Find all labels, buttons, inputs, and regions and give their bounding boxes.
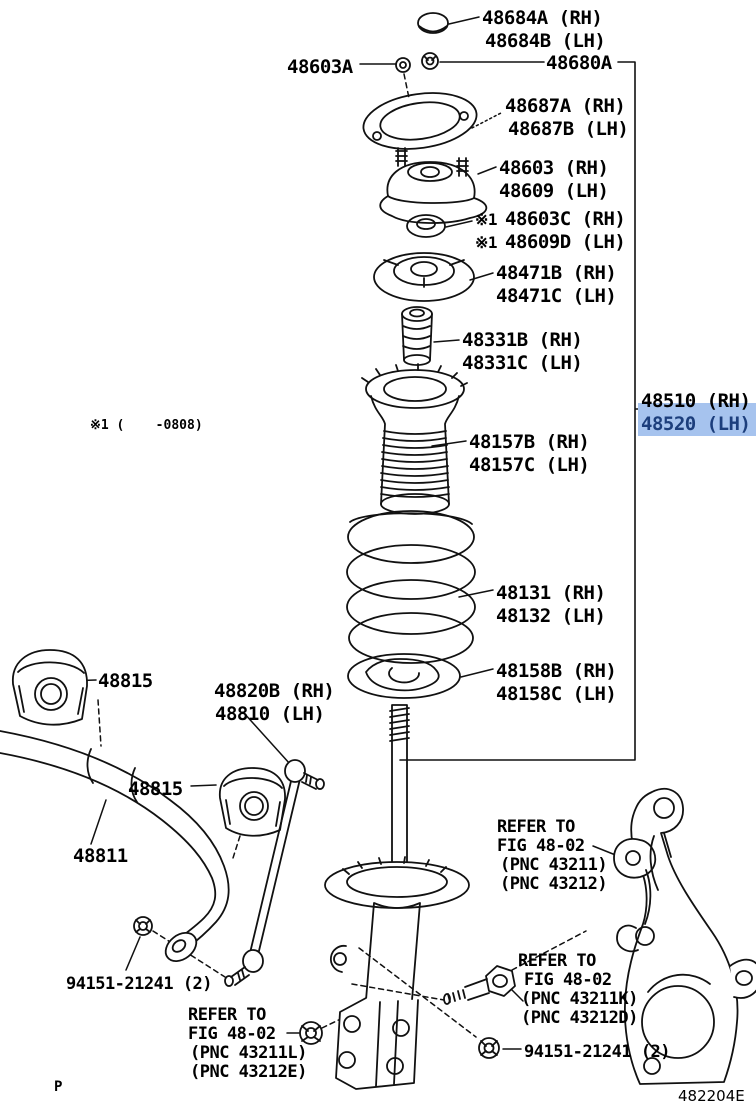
spring-lower-insulator-drawing <box>347 653 461 699</box>
bracket-nut-drawing <box>299 1021 323 1045</box>
selected-part-highlight <box>638 403 756 436</box>
label-48680a: 48680A <box>546 52 612 74</box>
shock-absorber-drawing <box>324 704 470 1090</box>
ref-mark-1: ※1 <box>475 210 498 229</box>
label-48810: 48810 (LH) <box>215 703 325 725</box>
label-94151-left: 94151-21241 (2) <box>66 974 213 994</box>
label-48471b: 48471B (RH) <box>496 262 617 284</box>
label-row-48609d: ※1 48609D (LH) <box>475 231 626 253</box>
refer-line: (PNC 43211) <box>500 855 608 875</box>
label-row-48603c: ※1 48603C (RH) <box>475 208 626 230</box>
page-corner-mark: P <box>54 1079 63 1095</box>
label-48132: 48132 (LH) <box>496 605 606 627</box>
refer-line: FIG 48-02 <box>524 970 612 990</box>
stabilizer-bushing-2-drawing <box>219 767 286 837</box>
strut-cap-drawing <box>417 12 449 34</box>
stabilizer-bushing-1-drawing <box>12 649 88 726</box>
support-bearing-drawing <box>406 214 446 238</box>
label-48158c: 48158C (LH) <box>496 683 617 705</box>
label-48603a: 48603A <box>287 56 353 78</box>
label-48684b: 48684B (LH) <box>485 30 606 52</box>
stabilizer-bar-drawing <box>0 730 230 963</box>
refer-block-knuckle-upper: REFER TO FIG 48-02 (PNC 43211) (PNC 4321… <box>497 817 608 894</box>
refer-line: REFER TO <box>518 951 596 971</box>
refer-line: (PNC 43212) <box>500 874 608 894</box>
refer-line: REFER TO <box>188 1005 266 1025</box>
label-48609: 48609 (LH) <box>499 180 609 202</box>
label-48820b: 48820B (RH) <box>214 680 335 702</box>
refer-line: (PNC 43211L) <box>190 1043 307 1063</box>
refer-line: FIG 48-02 <box>497 836 585 856</box>
applicability-note: ※1 ( -0808) <box>90 418 203 433</box>
label-48815-mid: 48815 <box>128 778 183 800</box>
refer-block-bracket: REFER TO FIG 48-02 (PNC 43211L) (PNC 432… <box>188 1006 307 1082</box>
refer-line: (PNC 43212E) <box>190 1062 307 1082</box>
refer-line: (PNC 43212D) <box>521 1008 638 1028</box>
spring-bumper-drawing <box>401 306 433 366</box>
label-48684a: 48684A (RH) <box>482 7 603 29</box>
refer-line: FIG 48-02 <box>188 1024 276 1044</box>
support-gasket-drawing <box>362 92 478 150</box>
mount-nuts-drawing <box>395 52 439 73</box>
refer-line: (PNC 43211K) <box>521 989 638 1009</box>
label-48331b: 48331B (RH) <box>462 329 583 351</box>
strut-support-drawing <box>379 147 488 224</box>
upper-spring-seat-drawing <box>373 252 475 302</box>
label-48157b: 48157B (RH) <box>469 431 590 453</box>
label-48687a: 48687A (RH) <box>505 95 626 117</box>
dust-cover-drawing <box>361 363 468 515</box>
label-48471c: 48471C (LH) <box>496 285 617 307</box>
label-48157c: 48157C (LH) <box>469 454 590 476</box>
ref-mark-2: ※1 <box>475 233 498 252</box>
coil-spring-drawing <box>346 510 476 664</box>
steering-knuckle-drawing <box>613 787 756 1085</box>
label-48609d: 48609D (LH) <box>505 231 626 253</box>
stabilizer-nut-right-drawing <box>478 1037 500 1059</box>
figure-code: 482204E <box>678 1087 745 1105</box>
refer-block-knuckle-lower: REFER TO FIG 48-02 (PNC 43211K) (PNC 432… <box>518 952 638 1028</box>
assembly-dashed-lines <box>97 73 587 1038</box>
stabilizer-link-drawing <box>224 759 325 987</box>
label-48158b: 48158B (RH) <box>496 660 617 682</box>
strut-bolt-drawing <box>443 965 516 1005</box>
label-48331c: 48331C (LH) <box>462 352 583 374</box>
stabilizer-nut-left-drawing <box>133 916 153 936</box>
label-48811: 48811 <box>73 845 128 867</box>
label-48603: 48603 (RH) <box>499 157 609 179</box>
label-48603c: 48603C (RH) <box>505 208 626 230</box>
label-94151-right: 94151-21241 (2) <box>524 1042 671 1062</box>
refer-line: REFER TO <box>497 817 575 837</box>
label-48131: 48131 (RH) <box>496 582 606 604</box>
label-48687b: 48687B (LH) <box>508 118 629 140</box>
label-48815-top: 48815 <box>98 670 153 692</box>
label-48510[interactable]: 48510 (RH) <box>641 390 751 412</box>
label-48520-selected[interactable]: 48520 (LH) <box>641 413 751 435</box>
